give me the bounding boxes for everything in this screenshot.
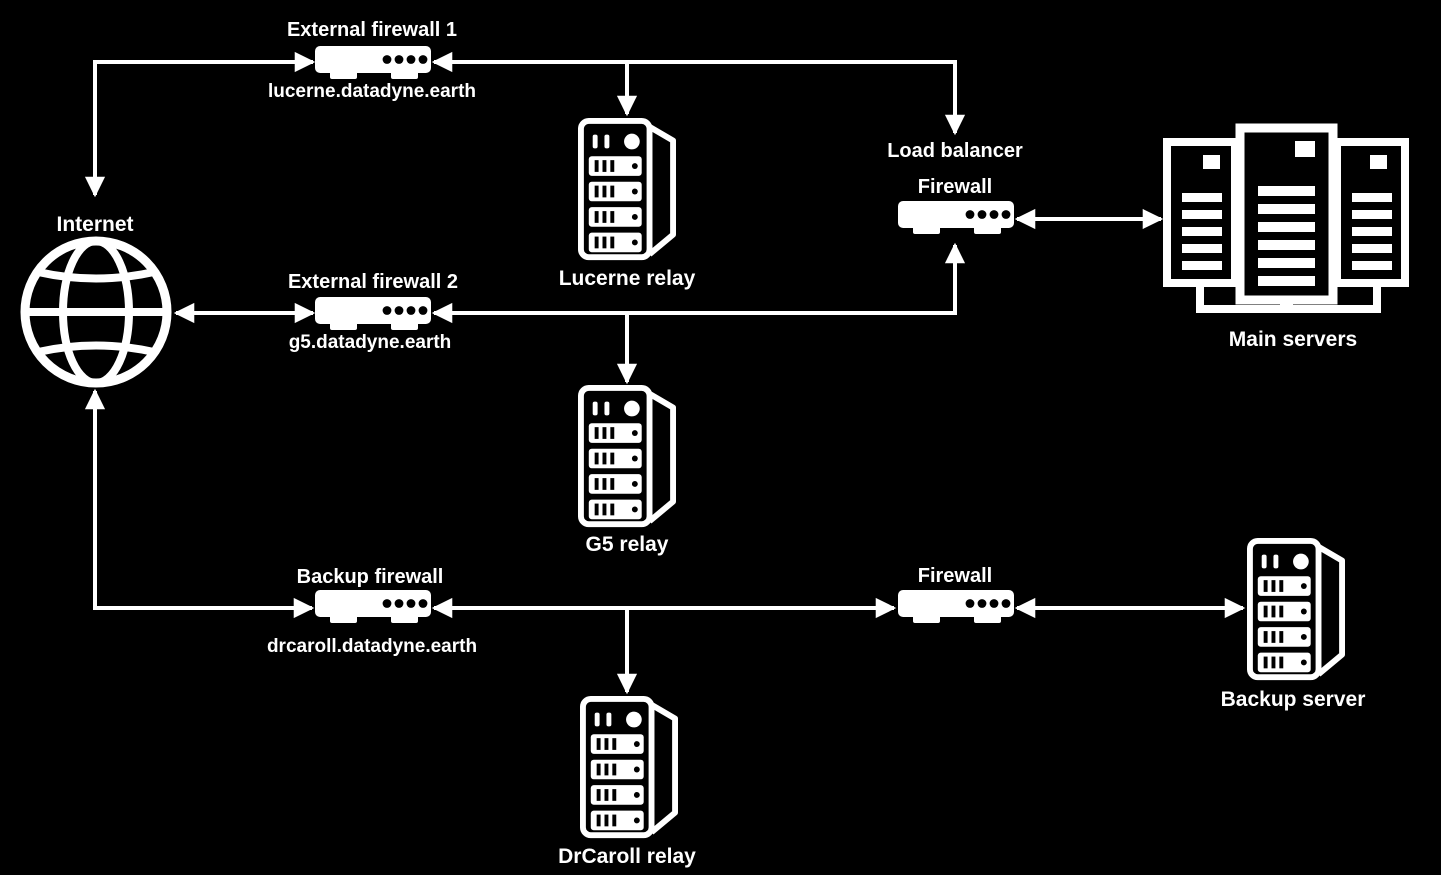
server-tower-icon: [581, 388, 673, 524]
lucerne-relay-label: Lucerne relay: [559, 267, 696, 290]
external-firewall-1-label: External firewall 1: [287, 19, 457, 41]
backup-server-label: Backup server: [1221, 688, 1366, 711]
node-load-balancer-firewall: Load balancer Firewall: [887, 140, 1023, 234]
server-rack-group-icon: [1163, 123, 1409, 313]
firewall-label: Firewall: [918, 565, 992, 587]
firewall-icon: [898, 590, 1014, 623]
globe-icon: [20, 236, 172, 388]
node-external-firewall-2: External firewall 2 g5.datadyne.earth: [288, 271, 458, 353]
external-firewall-2-hostname: g5.datadyne.earth: [289, 332, 452, 353]
firewall-icon: [898, 201, 1014, 234]
firewall-icon: [315, 297, 431, 330]
node-backup-server: Backup server: [1221, 541, 1366, 711]
connections: [84, 51, 1246, 695]
server-tower-icon: [581, 121, 673, 257]
server-tower-icon: [1250, 541, 1342, 677]
edge-extfw1-loadbalancer: [431, 51, 966, 136]
node-drcaroll-relay: DrCaroll relay: [558, 699, 696, 868]
external-firewall-2-label: External firewall 2: [288, 271, 458, 293]
edge-internet-backupfw: [84, 388, 315, 619]
node-g5-relay: G5 relay: [581, 388, 673, 556]
main-servers-label: Main servers: [1229, 328, 1357, 351]
node-lucerne-relay: Lucerne relay: [559, 121, 696, 290]
drcaroll-relay-label: DrCaroll relay: [558, 845, 696, 868]
g5-relay-label: G5 relay: [586, 533, 669, 556]
server-tower-icon: [583, 699, 675, 835]
node-external-firewall-1: External firewall 1 lucerne.datadyne.ear…: [268, 19, 476, 102]
external-firewall-1-hostname: lucerne.datadyne.earth: [268, 81, 476, 102]
edge-extfw2-loadbalancer: [431, 242, 966, 324]
edge-internet-extfw1: [84, 51, 316, 198]
backup-firewall-hostname: drcaroll.datadyne.earth: [267, 636, 477, 657]
load-balancer-label-line1: Load balancer: [887, 140, 1023, 162]
firewall-icon: [315, 590, 431, 623]
firewall-icon: [315, 46, 431, 79]
backup-firewall-label: Backup firewall: [297, 566, 444, 588]
node-firewall: Firewall: [898, 565, 1014, 623]
load-balancer-label-line2: Firewall: [918, 176, 992, 198]
node-main-servers: Main servers: [1163, 123, 1409, 351]
internet-label: Internet: [56, 213, 133, 236]
node-backup-firewall: Backup firewall drcaroll.datadyne.earth: [267, 566, 477, 657]
node-internet: Internet: [20, 213, 172, 388]
